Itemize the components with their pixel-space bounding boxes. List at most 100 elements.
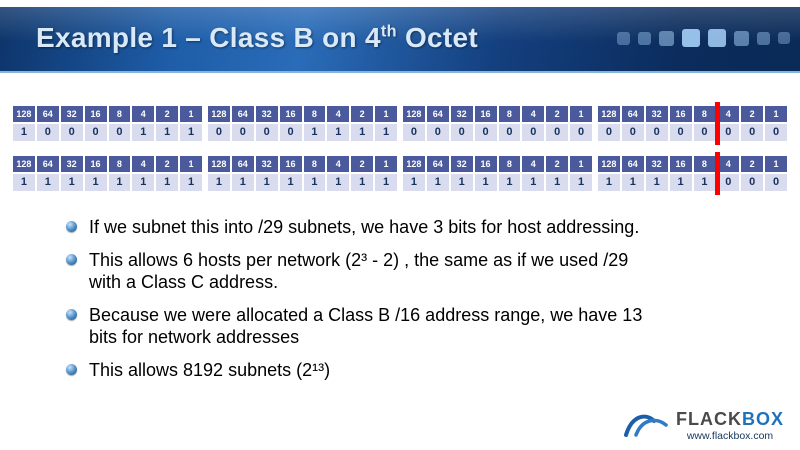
bit-value-header: 32 [255,156,278,172]
bit-value-header: 1 [570,106,592,122]
brand-name-blue: BOX [741,409,784,430]
flackbox-logo: FLACKBOX www.flackbox.com [623,409,784,442]
bit-value-header: 8 [108,156,131,172]
bit-value-header: 32 [645,156,668,172]
bit-value-header: 1 [765,106,787,122]
bullet-item: If we subnet this into /29 subnets, we h… [64,216,754,239]
bullet-icon [66,253,77,265]
bullet-text: This allows 6 hosts per network (2³ - 2)… [89,249,629,293]
bit-value-header: 4 [717,156,740,172]
decorative-square [682,29,700,47]
bit-cell: 1 [180,124,202,141]
bit-cell: 0 [669,124,692,141]
bit-value-header: 8 [498,106,521,122]
bit-cell: 1 [375,174,397,191]
bit-cell: 1 [645,174,668,191]
bit-value-header: 2 [156,156,179,172]
bit-value-header: 16 [669,156,692,172]
decorative-square [778,32,790,44]
bit-value-header: 8 [303,156,326,172]
bit-cell: 0 [765,174,787,191]
bit-cell: 1 [208,174,230,191]
bit-value-header: 32 [450,106,473,122]
bit-cell: 1 [522,174,545,191]
slide-title-superscript: th [380,22,397,41]
bit-cell: 0 [765,124,787,141]
bit-cell: 1 [375,124,397,141]
bit-cell: 0 [717,174,740,191]
bit-cell: 0 [208,124,230,141]
bit-value-header: 64 [36,156,59,172]
slide-header: Example 1 – Class B on 4th Octet [0,7,800,73]
bit-value-header: 4 [717,106,740,122]
bit-cell: 1 [598,174,620,191]
bit-value-header: 32 [645,106,668,122]
bit-value-header: 8 [303,106,326,122]
bullet-text: If we subnet this into /29 subnets, we h… [89,217,640,237]
bit-cell: 0 [741,124,764,141]
bullet-icon [66,363,77,375]
decorative-square [734,30,749,46]
bit-cell: 1 [231,174,254,191]
decorative-square [757,31,770,45]
bit-cell: 1 [450,174,473,191]
bit-cell: 1 [180,174,202,191]
subnet-boundary-line [715,102,720,145]
bit-cell: 1 [84,174,107,191]
bit-value-header: 16 [84,106,107,122]
bit-cell: 0 [498,124,521,141]
bit-value-header: 64 [231,106,254,122]
bit-cell: 1 [327,174,350,191]
bit-value-header: 2 [351,106,374,122]
bit-cell: 1 [13,124,35,141]
bit-cell: 1 [426,174,449,191]
bit-cell: 0 [741,174,764,191]
bit-value-header: 1 [375,156,397,172]
bit-value-header: 16 [279,106,302,122]
bit-value-header: 2 [741,156,764,172]
brand-name-dark: FLACK [675,409,742,430]
bit-value-header: 4 [327,156,350,172]
slide-title-text-end: Octet [396,22,479,53]
bit-value-header: 2 [546,106,569,122]
bit-cell: 1 [36,174,59,191]
bit-value-header: 128 [598,156,620,172]
bit-value-header: 128 [403,156,425,172]
bit-cell: 1 [546,174,569,191]
bit-value-header: 128 [13,106,35,122]
brand-name: FLACKBOX [675,409,784,430]
decorative-squares [617,29,790,47]
bit-cell: 0 [84,124,107,141]
bit-value-header: 1 [180,156,202,172]
logo-url: www.flackbox.com [686,430,774,442]
bit-cell: 1 [156,174,179,191]
bit-value-header: 16 [669,106,692,122]
bit-value-header: 8 [693,106,716,122]
bit-value-header: 32 [60,156,83,172]
bit-cell: 0 [60,124,83,141]
bit-cell: 1 [669,174,692,191]
bit-cell: 0 [255,124,278,141]
bit-cell: 1 [474,174,497,191]
bit-cell: 1 [279,174,302,191]
bit-value-header: 128 [403,106,425,122]
bit-cell: 0 [36,124,59,141]
bit-value-header: 2 [351,156,374,172]
logo-text: FLACKBOX www.flackbox.com [675,409,784,442]
bit-cell: 1 [156,124,179,141]
bit-cell: 1 [498,174,521,191]
bit-cell: 1 [255,174,278,191]
bit-value-header: 64 [426,156,449,172]
bullet-item: This allows 8192 subnets (2¹³) [64,359,754,382]
bit-value-header: 16 [474,156,497,172]
bit-value-header: 32 [450,156,473,172]
bit-cell: 0 [108,124,131,141]
bit-cell: 1 [303,124,326,141]
bullet-item: This allows 6 hosts per network (2³ - 2)… [64,249,754,294]
bit-cell: 1 [327,124,350,141]
